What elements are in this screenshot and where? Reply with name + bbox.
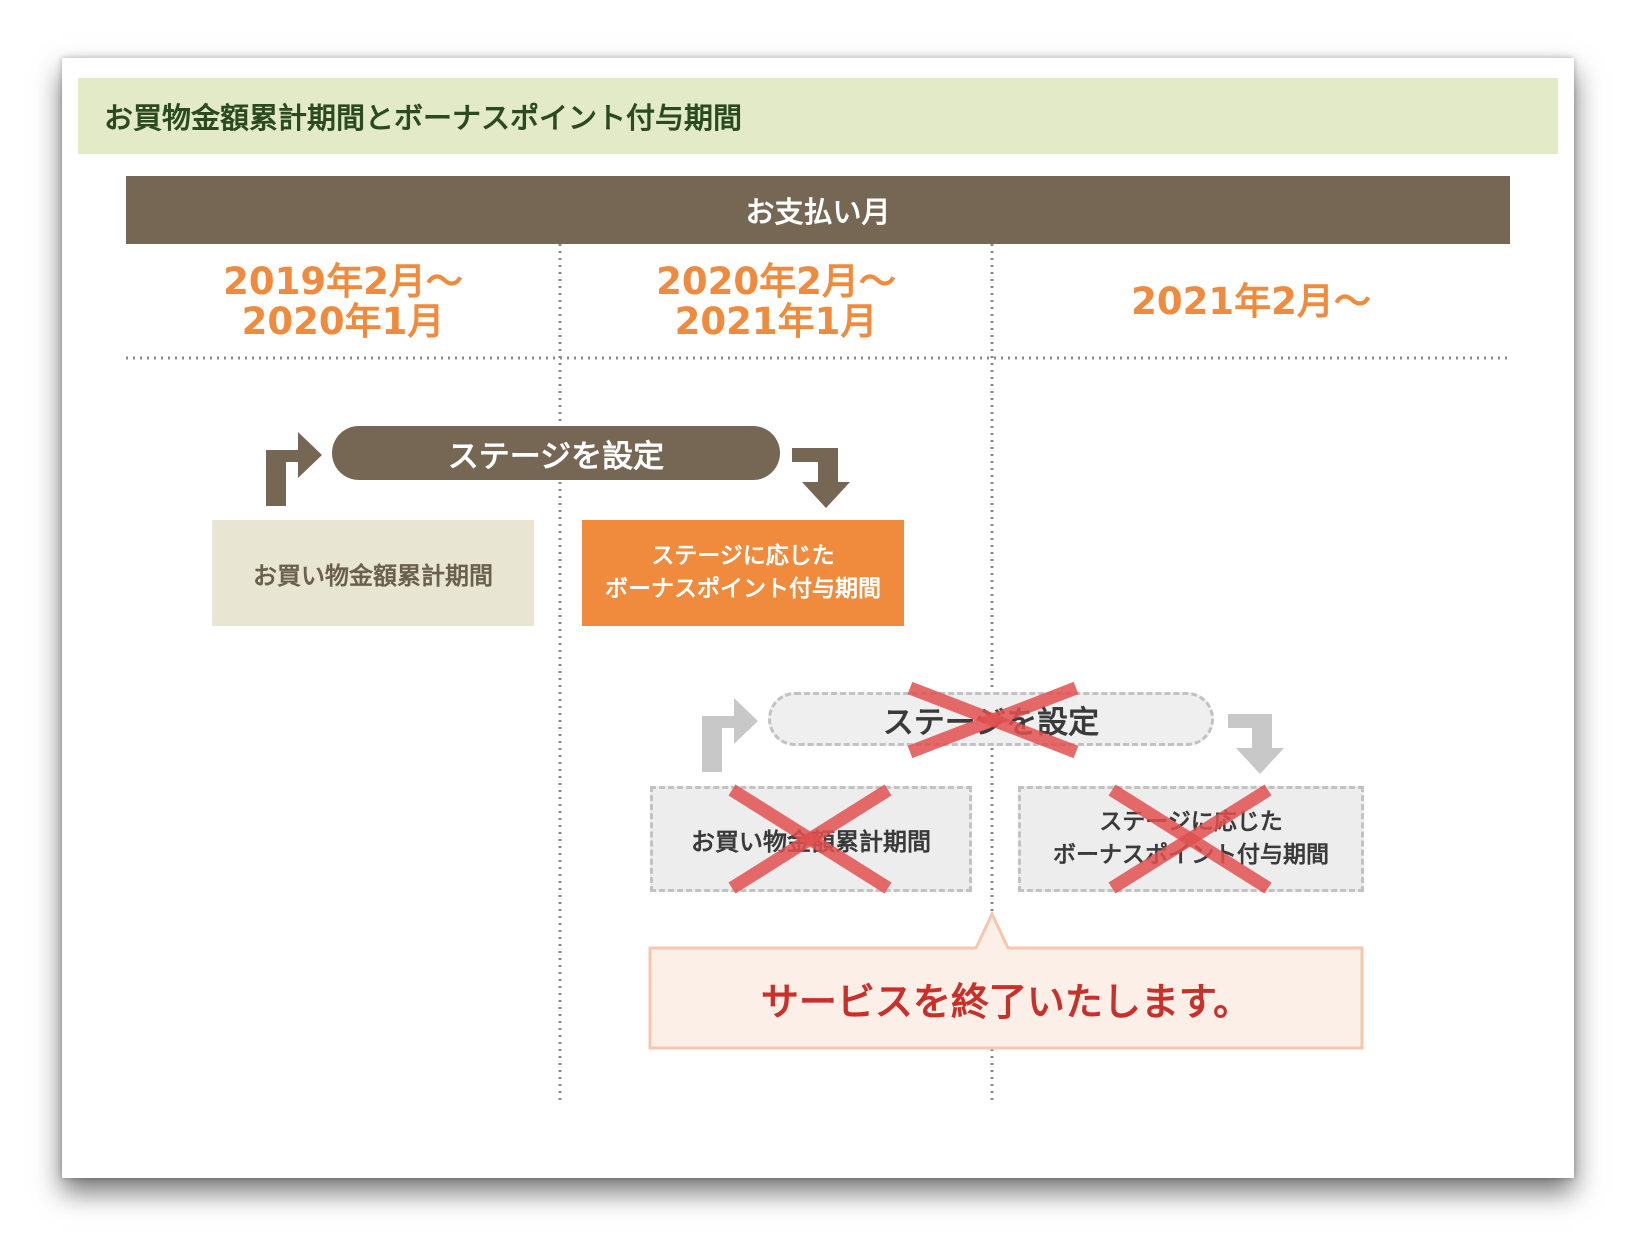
cycle2-up-arrow-icon [702,698,758,772]
cycle1-up-arrow-icon [266,432,322,506]
cycle2-bonus-line2: ボーナスポイント付与期間 [1053,842,1329,868]
period-1-line2: 2020年1月 [241,300,445,343]
period-diagram: お支払い月 2019年2月～ 2020年1月 2020年2月～ 2021年1月 … [62,58,1574,1178]
cycle1-bonus-line1: ステージに応じた [651,543,835,569]
cycle2-stage-pill: ステージを設定 [768,692,1214,746]
period-2-line2: 2021年1月 [674,300,878,343]
period-1-line1: 2019年2月～ [223,260,463,303]
cycle1-stage-pill: ステージを設定 [332,426,780,480]
payment-month-header: お支払い月 [126,176,1510,244]
service-end-notice: サービスを終了いたします。 [650,950,1362,1046]
cycle2-stage-label: ステージを設定 [882,704,1100,741]
section-title: お買物金額累計期間とボーナスポイント付与期間 [104,101,743,135]
cycle1-stage-label: ステージを設定 [447,438,665,475]
period-1: 2019年2月～ 2020年1月 [126,254,560,350]
cycle1-bonus-box: ステージに応じた ボーナスポイント付与期間 [582,520,904,626]
cycle2-bonus-box: ステージに応じた ボーナスポイント付与期間 [1018,786,1364,892]
cycle1-down-arrow-icon [792,448,850,508]
cycle1-bonus-line2: ボーナスポイント付与期間 [605,576,881,602]
cycle2-bonus-line1: ステージに応じた [1099,809,1283,835]
cycle1-accumulation-box: お買い物金額累計期間 [212,520,534,626]
period-2: 2020年2月～ 2021年1月 [560,254,992,350]
cycle1-accumulation-label: お買い物金額累計期間 [253,561,493,590]
cycle2-accumulation-label: お買い物金額累計期間 [691,827,931,856]
content-card: お買物金額累計期間とボーナスポイント付与期間 お支払い月 2019年2月～ 20… [62,58,1574,1178]
period-3: 2021年2月～ [992,254,1510,350]
section-title-bar: お買物金額累計期間とボーナスポイント付与期間 [78,78,1558,154]
service-end-notice-text: サービスを終了いたします。 [760,979,1252,1024]
period-3-line1: 2021年2月～ [1131,280,1371,323]
cycle2-accumulation-box: お買い物金額累計期間 [650,786,972,892]
cycle2-down-arrow-icon [1228,714,1284,774]
period-2-line1: 2020年2月～ [656,260,896,303]
